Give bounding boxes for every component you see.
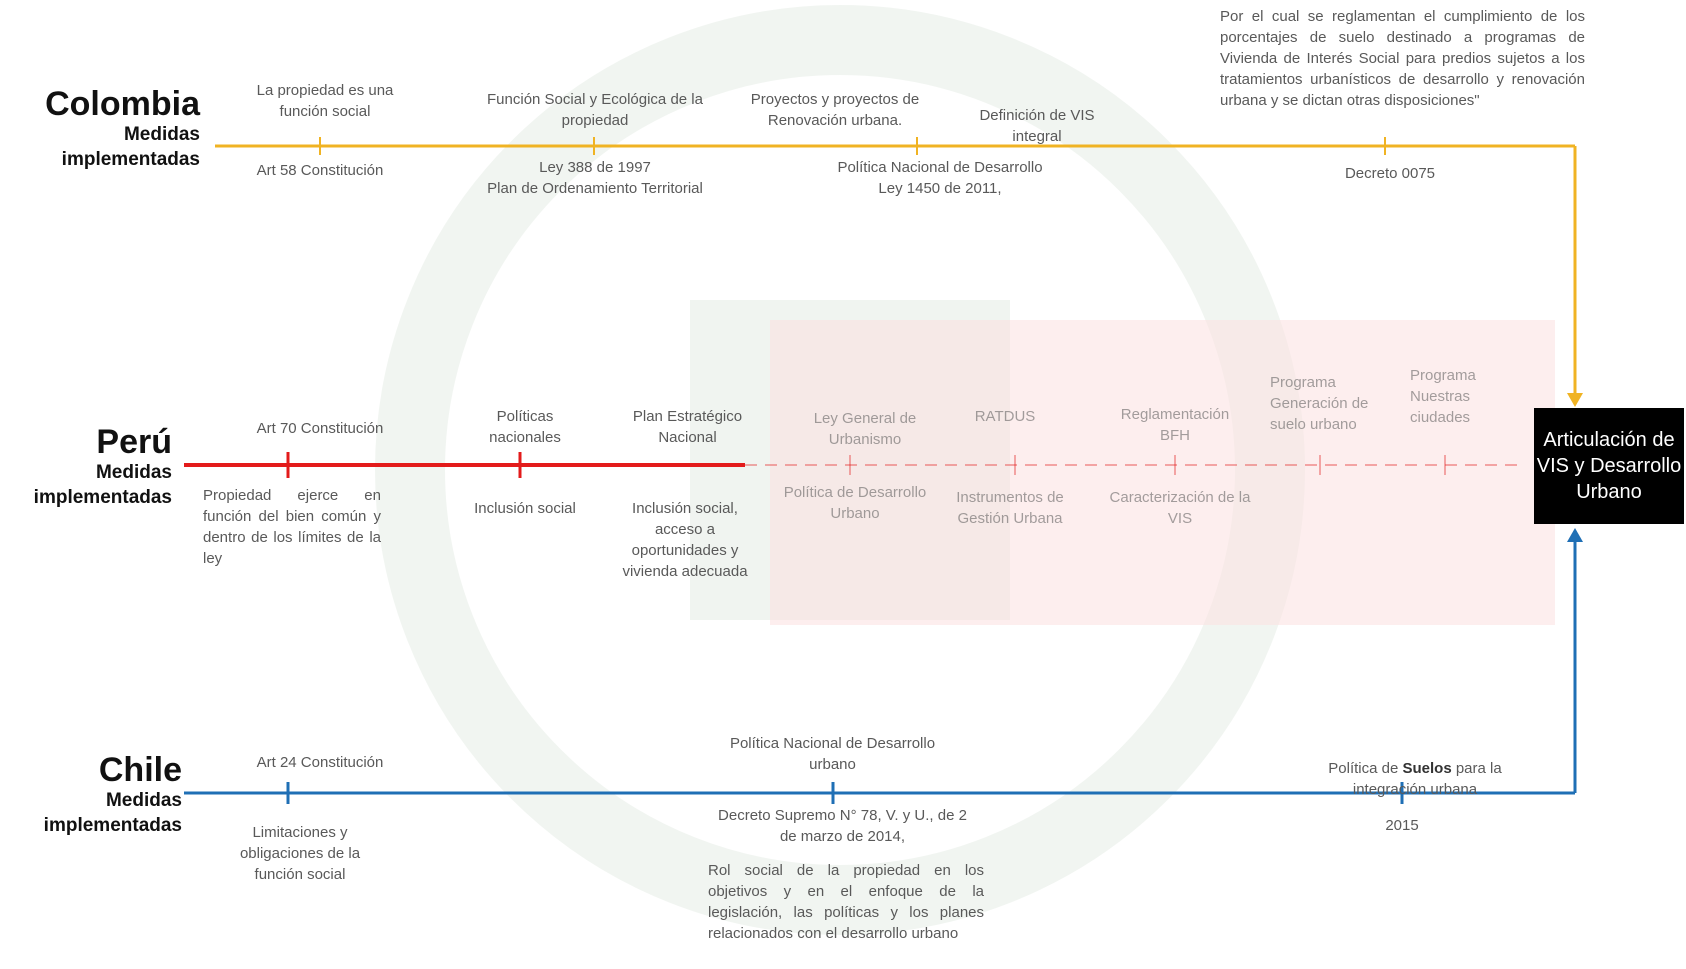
peru-item-top: RATDUS	[974, 408, 1036, 425]
peru-item-top: Art 70 Constitución	[256, 420, 384, 437]
colombia-item-top: Por el cual se reglamentan el cumplimien…	[1220, 8, 1585, 109]
chile-item-bottom: Decreto Supremo N° 78, V. y U., de 2 de …	[718, 807, 967, 845]
chile-item-bottom: 2015	[1385, 817, 1419, 834]
pink-highlight-area	[770, 320, 1555, 625]
chile-name: Chile	[98, 751, 182, 789]
colombia-name: Colombia	[45, 85, 200, 123]
peru-item-top: Programa Nuestras ciudades	[1410, 367, 1476, 426]
peru-subtitle: Medidas implementadas	[33, 462, 172, 508]
colombia-label: Colombia Medidas implementadas	[20, 86, 200, 172]
colombia-item-top: La propiedad es una función social	[256, 82, 394, 120]
colombia-item-bottom: Ley 388 de 1997 Plan de Ordenamiento Ter…	[487, 159, 703, 197]
peru-item-bottom: Propiedad ejerce en función del bien com…	[203, 487, 381, 567]
result-box: Articulación de VIS y Desarrollo Urbano	[1534, 408, 1684, 524]
colombia-item-bottom: Art 58 Constitución	[256, 162, 384, 179]
peru-item-bottom: Inclusión social	[474, 500, 576, 517]
colombia-item-top: Definición de VIS integral	[979, 107, 1095, 145]
colombia-item-bottom: Política Nacional de Desarrollo Ley 1450…	[837, 159, 1043, 197]
peru-item-top: Reglamentación BFH	[1120, 406, 1230, 444]
peru-item-bottom: Inclusión social, acceso a oportunidades…	[622, 500, 748, 580]
chile-item-top: Política Nacional de Desarrollo urbano	[729, 735, 936, 773]
chile-item-top-pre: Política de	[1328, 760, 1403, 777]
peru-item-bottom: Caracterización de la VIS	[1109, 489, 1251, 527]
chile-item-top-bold: Suelos	[1402, 760, 1452, 777]
colombia-subtitle: Medidas implementadas	[61, 124, 200, 170]
peru-item-top: Ley General de Urbanismo	[813, 410, 917, 448]
chile-item-top-post: para la integración urbana	[1352, 760, 1502, 798]
peru-label: Perú Medidas implementadas	[10, 424, 172, 510]
chile-subtitle: Medidas implementadas	[43, 790, 182, 836]
chile-item-top: Política de Suelos para la integración u…	[1300, 737, 1530, 800]
peru-item-bottom: Instrumentos de Gestión Urbana	[956, 489, 1064, 527]
chile-item-bottom: Limitaciones y obligaciones de la funció…	[239, 824, 361, 883]
peru-item-top: Programa Generación de suelo urbano	[1270, 374, 1369, 433]
chile-item-extra: Rol social de la propiedad en los objeti…	[708, 862, 984, 942]
peru-item-bottom: Política de Desarrollo Urbano	[783, 484, 927, 522]
chile-label: Chile Medidas implementadas	[10, 752, 182, 838]
colombia-item-top: Función Social y Ecológica de la propied…	[487, 91, 703, 129]
colombia-item-bottom: Decreto 0075	[1344, 165, 1436, 182]
peru-item-top: Plan Estratégico Nacional	[632, 408, 743, 446]
colombia-arrowhead	[1567, 393, 1583, 407]
chile-item-top: Art 24 Constitución	[256, 754, 384, 771]
peru-name: Perú	[96, 423, 172, 461]
peru-item-top: Políticas nacionales	[489, 408, 561, 446]
chile-arrowhead	[1567, 528, 1583, 542]
colombia-item-top: Proyectos y proyectos de Renovación urba…	[750, 91, 920, 129]
